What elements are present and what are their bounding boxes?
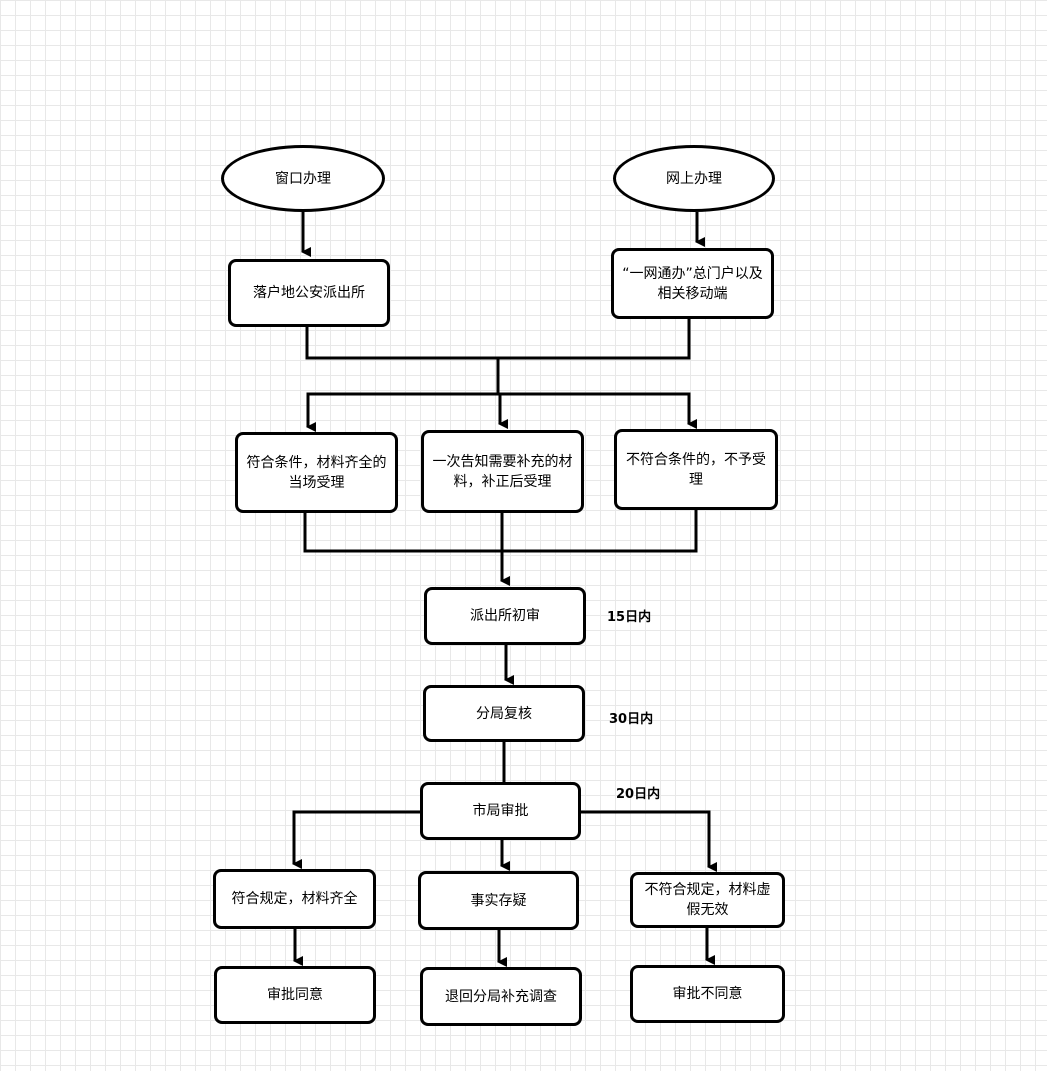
note-20-days: 20日内 xyxy=(616,787,661,802)
node-returned: 退回分局补充调查 xyxy=(420,967,582,1026)
node-window: 窗口办理 xyxy=(221,145,385,212)
node-doubtful: 事实存疑 xyxy=(418,871,579,930)
node-city-approval: 市局审批 xyxy=(420,782,581,840)
note-30-days: 30日内 xyxy=(609,712,654,727)
node-initial-review: 派出所初审 xyxy=(424,587,586,645)
node-accept-now: 符合条件，材料齐全的当场受理 xyxy=(235,432,398,513)
node-reject-accept: 不符合条件的，不予受理 xyxy=(614,429,778,510)
node-noncompliant: 不符合规定，材料虚假无效 xyxy=(630,872,785,928)
node-supplement: 一次告知需要补充的材料，补正后受理 xyxy=(421,430,584,513)
node-branch-review: 分局复核 xyxy=(423,685,585,742)
node-online: 网上办理 xyxy=(613,145,775,212)
node-denied: 审批不同意 xyxy=(630,965,785,1023)
node-police-station: 落户地公安派出所 xyxy=(228,259,390,327)
split-left xyxy=(292,810,420,869)
node-approved: 审批同意 xyxy=(214,966,376,1024)
node-compliant: 符合规定，材料齐全 xyxy=(213,869,376,929)
node-portal: “一网通办”总门户以及相关移动端 xyxy=(611,248,774,319)
split-right xyxy=(581,810,717,872)
note-15-days: 15日内 xyxy=(607,610,652,625)
